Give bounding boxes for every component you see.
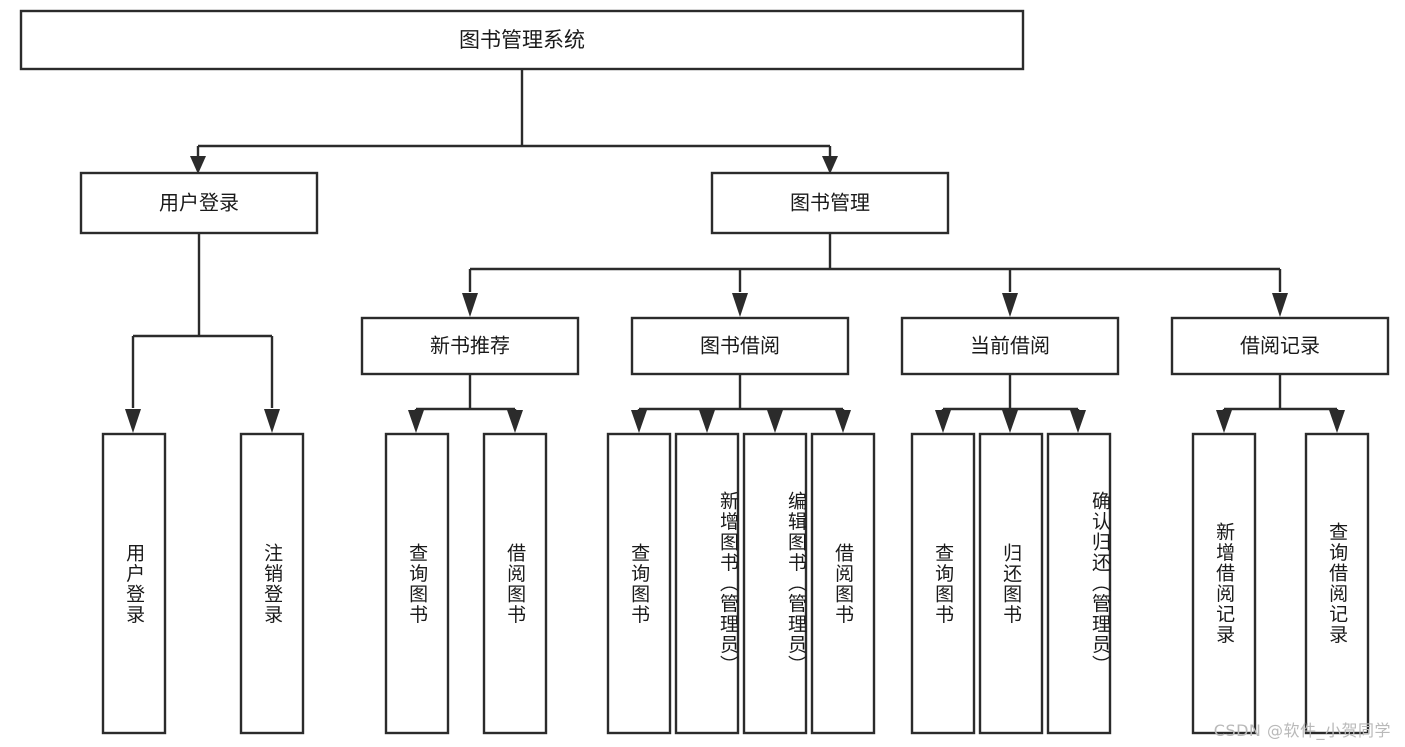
arrow-to-leaf-user-login xyxy=(125,409,141,433)
connector-borrow-record-to-leaves xyxy=(1216,374,1345,433)
arrow-to-user-login xyxy=(190,156,206,174)
node-book-borrow-label: 图书借阅 xyxy=(700,334,780,358)
arrow-to-leaf-borrow-book-b xyxy=(835,410,851,433)
leaf-box-query-book-b[interactable] xyxy=(606,432,672,735)
arrow-to-leaf-confirm-return xyxy=(1070,410,1086,433)
node-new-book-recommend-box[interactable] xyxy=(360,316,580,376)
connector-new-book-recommend-to-leaves xyxy=(408,374,523,433)
leaf-box-query-book-a[interactable] xyxy=(384,432,450,735)
node-new-book-recommend[interactable]: 新书推荐 xyxy=(360,316,580,376)
leaf-box-confirm-return[interactable] xyxy=(1046,432,1112,735)
leaf-box-query-book-c[interactable] xyxy=(910,432,976,735)
node-book-borrow[interactable]: 图书借阅 xyxy=(630,316,850,376)
leaf-box-return-book[interactable] xyxy=(978,432,1044,735)
node-borrow-record-label: 借阅记录 xyxy=(1240,334,1320,358)
arrow-to-borrow-record xyxy=(1272,293,1288,317)
arrow-to-leaf-query-book-b xyxy=(631,410,647,433)
csdn-watermark: CSDN @软件_小贺同学 xyxy=(1213,721,1391,740)
arrow-to-leaf-user-logout xyxy=(264,409,280,433)
leaf-box-user-logout[interactable] xyxy=(239,432,305,735)
node-user-login-box[interactable] xyxy=(79,171,319,235)
leaf-box-edit-book[interactable] xyxy=(742,432,808,735)
leaf-box-query-record[interactable] xyxy=(1304,432,1370,735)
arrow-to-book-borrow xyxy=(732,293,748,317)
leaf-box-user-login[interactable] xyxy=(101,432,167,735)
connector-book-borrow-to-leaves xyxy=(631,374,851,433)
arrow-to-current-borrow xyxy=(1002,293,1018,317)
arrow-to-book-manage xyxy=(822,156,838,174)
node-book-manage-label: 图书管理 xyxy=(790,191,870,215)
arrow-to-leaf-edit-book xyxy=(767,410,783,433)
node-user-login[interactable]: 用户登录 xyxy=(79,171,319,235)
node-root-box[interactable] xyxy=(19,9,1025,71)
leaf-box-add-record[interactable] xyxy=(1191,432,1257,735)
arrow-to-leaf-add-book xyxy=(699,410,715,433)
leaf-box-add-book[interactable] xyxy=(674,432,740,735)
arrow-to-leaf-query-record xyxy=(1329,410,1345,433)
leaf-box-borrow-book-a[interactable] xyxy=(482,432,548,735)
node-new-book-recommend-label: 新书推荐 xyxy=(430,334,510,358)
node-root-label: 图书管理系统 xyxy=(459,28,585,52)
node-book-manage[interactable]: 图书管理 xyxy=(710,171,950,235)
node-root-system[interactable]: 图书管理系统 xyxy=(19,9,1025,71)
node-borrow-record[interactable]: 借阅记录 xyxy=(1170,316,1390,376)
connector-root-to-level2 xyxy=(190,69,838,174)
node-user-login-label: 用户登录 xyxy=(159,191,239,215)
leaf-box-borrow-book-b[interactable] xyxy=(810,432,876,735)
node-current-borrow-box[interactable] xyxy=(900,316,1120,376)
arrow-to-leaf-borrow-book-a xyxy=(507,410,523,433)
node-current-borrow[interactable]: 当前借阅 xyxy=(900,316,1120,376)
arrow-to-leaf-query-book-a xyxy=(408,410,424,433)
connector-book-manage-to-level3 xyxy=(462,233,1288,317)
node-current-borrow-label: 当前借阅 xyxy=(970,334,1050,358)
arrow-to-new-book-recommend xyxy=(462,293,478,317)
connector-user-login-to-leaves xyxy=(125,233,280,433)
connector-current-borrow-to-leaves xyxy=(935,374,1086,433)
arrow-to-leaf-add-record xyxy=(1216,410,1232,433)
arrow-to-leaf-return-book xyxy=(1002,410,1018,433)
arrow-to-leaf-query-book-c xyxy=(935,410,951,433)
